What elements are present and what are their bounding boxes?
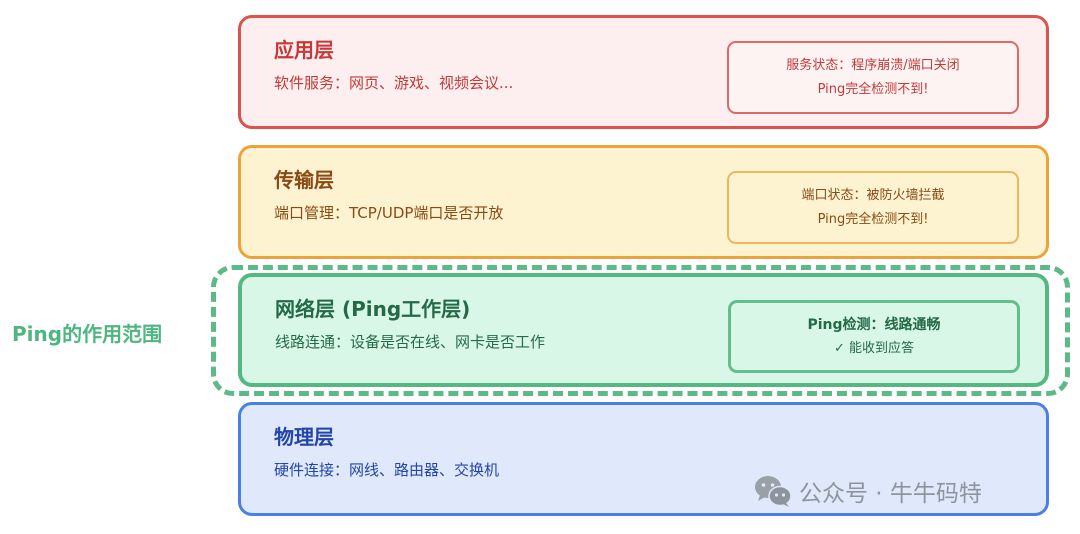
physical-layer-title: 物理层: [274, 425, 334, 449]
network-ping-result: ✓ 能收到应答: [833, 340, 915, 356]
network-layer-title: 网络层 (Ping工作层): [275, 297, 471, 321]
watermark: 公众号 · 牛牛码特: [753, 474, 982, 508]
application-ping-result: Ping完全检测不到!: [817, 81, 929, 97]
network-layer-box: 网络层 (Ping工作层) 线路连通：设备是否在线、网卡是否工作 Ping检测：…: [238, 273, 1049, 387]
transport-status-box: 端口状态：被防火墙拦截 Ping完全检测不到!: [727, 171, 1019, 244]
application-status-text: 服务状态：程序崩溃/端口关闭: [786, 57, 960, 73]
transport-layer-title: 传输层: [274, 168, 334, 192]
physical-layer-description: 硬件连接：网线、路由器、交换机: [274, 461, 500, 479]
application-layer-box: 应用层 软件服务：网页、游戏、视频会议... 服务状态：程序崩溃/端口关闭 Pi…: [238, 15, 1049, 129]
transport-layer-description: 端口管理：TCP/UDP端口是否开放: [274, 204, 504, 222]
ping-scope-label: Ping的作用范围: [12, 322, 163, 346]
network-status-box: Ping检测：线路通畅 ✓ 能收到应答: [728, 300, 1020, 373]
application-status-box: 服务状态：程序崩溃/端口关闭 Ping完全检测不到!: [727, 41, 1019, 114]
transport-status-text: 端口状态：被防火墙拦截: [801, 187, 945, 203]
watermark-text: 公众号 · 牛牛码特: [799, 481, 982, 507]
wechat-icon: [753, 474, 793, 508]
application-layer-description: 软件服务：网页、游戏、视频会议...: [274, 74, 514, 92]
network-layer-description: 线路连通：设备是否在线、网卡是否工作: [275, 333, 546, 351]
transport-ping-result: Ping完全检测不到!: [817, 211, 929, 227]
network-status-text: Ping检测：线路通畅: [807, 316, 941, 333]
transport-layer-box: 传输层 端口管理：TCP/UDP端口是否开放 端口状态：被防火墙拦截 Ping完…: [238, 145, 1049, 259]
physical-layer-box: 物理层 硬件连接：网线、路由器、交换机: [238, 402, 1049, 516]
application-layer-title: 应用层: [274, 38, 334, 62]
